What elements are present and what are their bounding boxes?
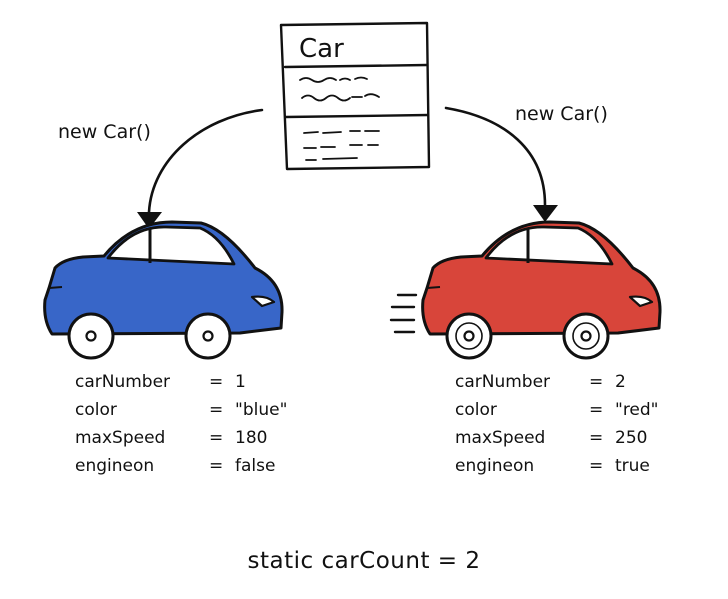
- left-arrowhead: [137, 212, 162, 229]
- property-value: "blue": [235, 400, 288, 420]
- property-row: carNumber = 1: [75, 368, 287, 396]
- property-key: color: [455, 400, 497, 420]
- car-blue: [43, 220, 284, 360]
- property-key: engineon: [75, 456, 155, 476]
- class-box-scribble-method-1: [303, 130, 380, 134]
- property-row: carNumber = 2: [455, 368, 659, 396]
- class-box: [279, 21, 431, 171]
- right-arrow-label: new Car(): [515, 103, 608, 125]
- static-car-count: static carCount = 2: [247, 548, 481, 574]
- car-red: [389, 220, 662, 360]
- property-row: engineon = false: [75, 452, 287, 480]
- instance-1-properties: carNumber = 1 color = "blue" maxSpeed = 180 engin…: [75, 368, 287, 480]
- property-value: 1: [235, 372, 246, 392]
- property-key: engineon: [455, 456, 535, 476]
- left-arrow-label: new Car(): [58, 121, 151, 143]
- property-key: carNumber: [455, 372, 551, 392]
- left-arrow: [137, 108, 264, 229]
- speed-lines: [389, 293, 418, 334]
- equals-sign: =: [209, 456, 224, 476]
- property-key: carNumber: [75, 372, 171, 392]
- car-red-wheel-motion: [455, 322, 600, 350]
- right-arrow: [444, 106, 558, 222]
- equals-sign: =: [209, 372, 224, 392]
- instance-2-properties: carNumber = 2 color = "red" maxSpeed = 250 engine…: [455, 368, 659, 480]
- property-value: 180: [235, 428, 268, 448]
- property-row: maxSpeed = 180: [75, 424, 287, 452]
- property-key: maxSpeed: [75, 428, 166, 448]
- equals-sign: =: [589, 372, 604, 392]
- property-value: "red": [615, 400, 659, 420]
- equals-sign: =: [209, 400, 224, 420]
- right-arrowhead: [533, 205, 558, 222]
- class-box-scribble-attr-1: [299, 76, 368, 83]
- property-key: color: [75, 400, 117, 420]
- equals-sign: =: [589, 400, 604, 420]
- property-row: engineon = true: [455, 452, 659, 480]
- class-box-scribble-attr-2: [301, 93, 380, 102]
- class-box-title: Car: [299, 34, 344, 64]
- class-box-scribble-method-2: [303, 144, 379, 149]
- class-box-divider-2: [284, 113, 430, 119]
- property-value: false: [235, 456, 276, 476]
- equals-sign: =: [209, 428, 224, 448]
- property-row: color = "blue": [75, 396, 287, 424]
- property-row: maxSpeed = 250: [455, 424, 659, 452]
- property-value: true: [615, 456, 650, 476]
- class-box-divider-1: [283, 63, 429, 69]
- property-value: 2: [615, 372, 626, 392]
- property-value: 250: [615, 428, 648, 448]
- equals-sign: =: [589, 456, 604, 476]
- property-key: maxSpeed: [455, 428, 546, 448]
- class-box-scribble-method-3: [305, 157, 358, 161]
- equals-sign: =: [589, 428, 604, 448]
- property-row: color = "red": [455, 396, 659, 424]
